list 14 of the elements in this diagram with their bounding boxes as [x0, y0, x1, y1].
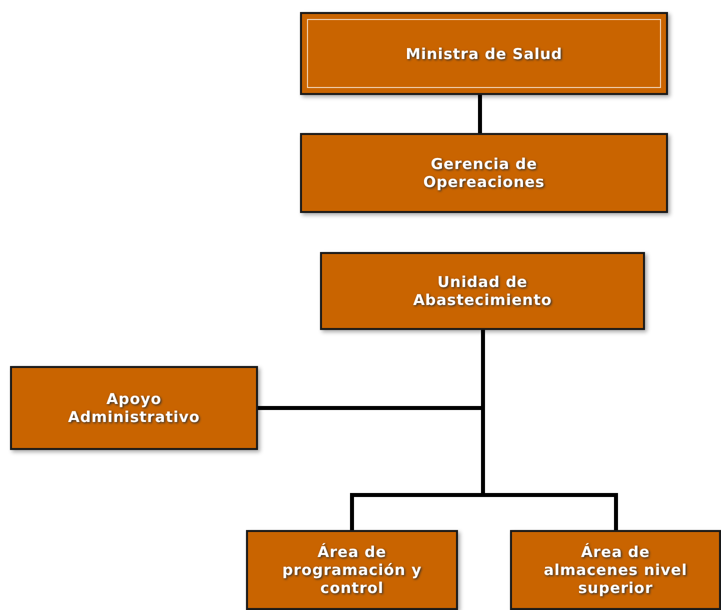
- box-label: Unidad de Abastecimiento: [412, 273, 553, 309]
- org-box: [246, 530, 458, 610]
- box-label: Área de programación y control: [281, 543, 423, 597]
- org-box: [10, 366, 258, 450]
- box-label: Área de almacenes nivel superior: [542, 543, 688, 597]
- box-label: Apoyo Administrativo: [67, 390, 201, 426]
- org-box: [510, 530, 721, 610]
- connector-line: [478, 95, 482, 133]
- org-box: [320, 252, 645, 330]
- connector-line: [481, 330, 618, 530]
- org-box: [300, 133, 668, 213]
- org-box: [300, 12, 668, 95]
- box-label: Gerencia de Opereaciones: [422, 155, 546, 191]
- box-label: Ministra de Salud: [406, 44, 562, 62]
